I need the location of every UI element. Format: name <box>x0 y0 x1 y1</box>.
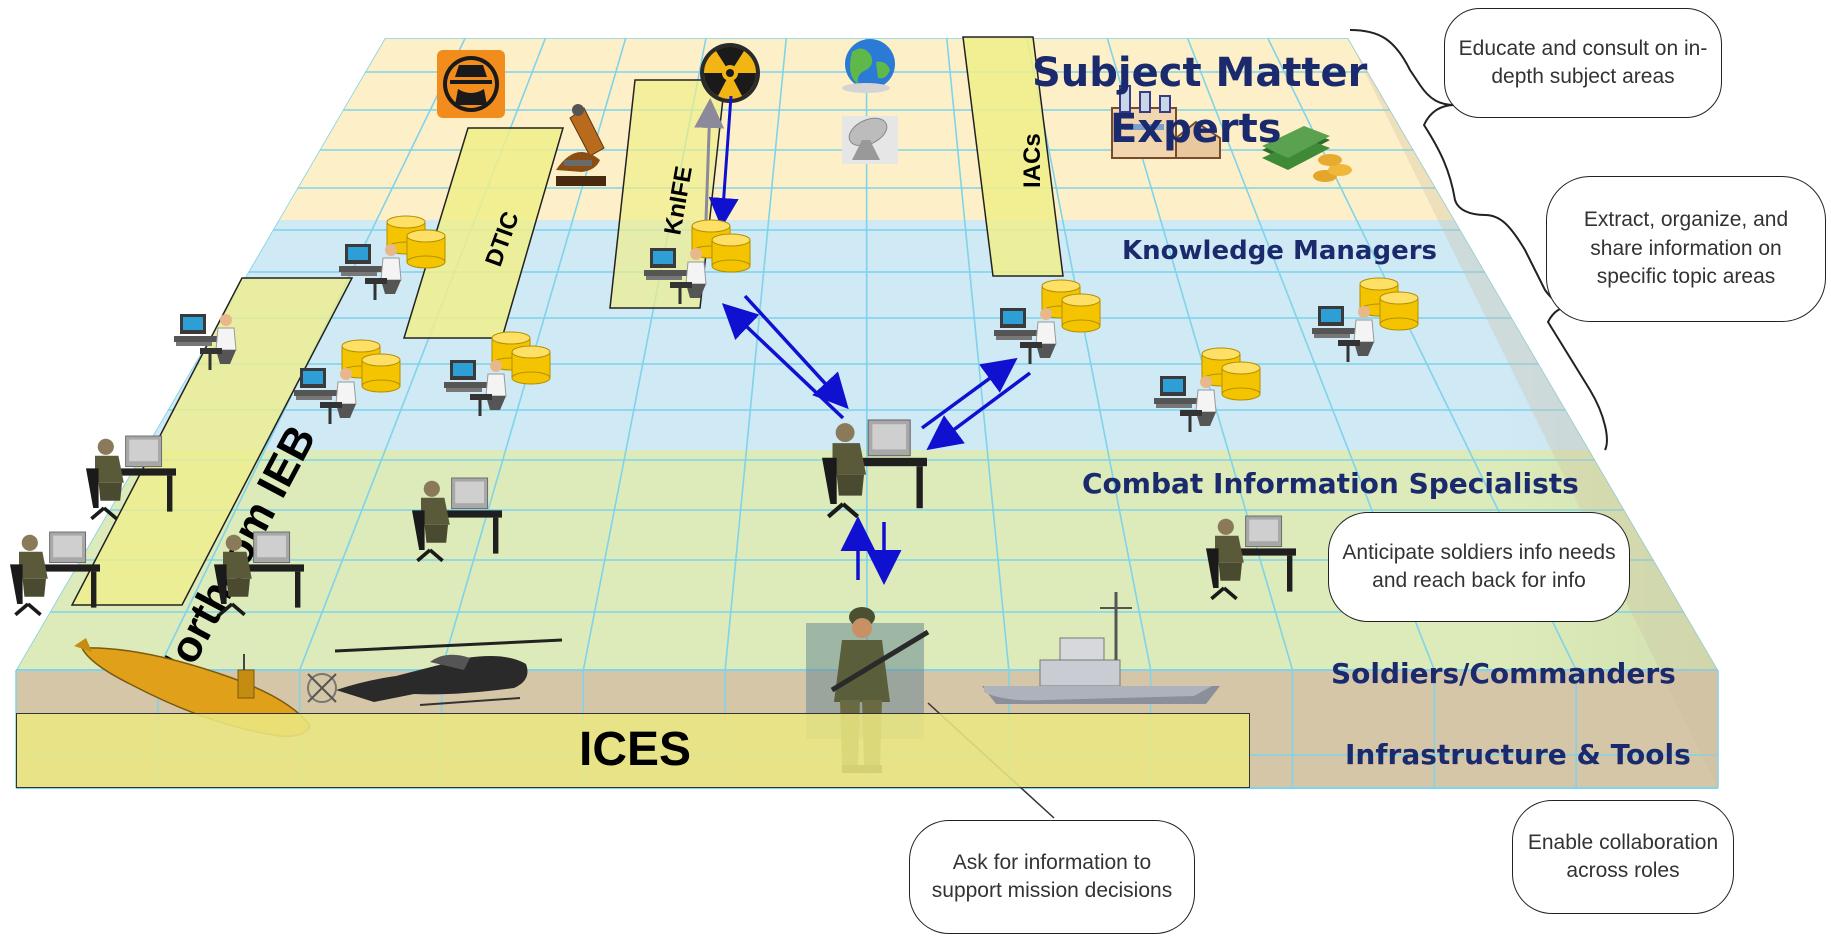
callout-cis: Anticipate soldiers info needs and reach… <box>1328 512 1630 622</box>
microscope-icon <box>556 104 606 186</box>
database-icon <box>341 339 401 393</box>
database-icon <box>1359 277 1419 331</box>
computer-worker-icon <box>1154 347 1261 432</box>
soldier-at-computer-icon <box>1206 515 1296 601</box>
soldier-at-computer-icon <box>214 531 304 617</box>
factory-icon <box>1111 85 1221 159</box>
soldier-at-computer-icon <box>822 419 927 519</box>
radiation-icon <box>700 43 760 103</box>
satellite-dish-icon <box>842 116 898 164</box>
iacs-band: IACs <box>962 36 1064 277</box>
infrastructure-layer-label: Infrastructure & Tools <box>1345 738 1691 771</box>
warship-icon <box>982 592 1220 704</box>
computer-worker-icon <box>644 219 751 304</box>
cis-layer-label: Combat Information Specialists <box>1082 467 1579 500</box>
money-icon <box>1262 126 1352 182</box>
computer-worker-icon <box>294 339 401 424</box>
knowledge-manager-workstations <box>174 215 1419 432</box>
iacs-label: IACs <box>1019 133 1046 188</box>
database-icon <box>1201 347 1261 401</box>
computer-worker-icon <box>174 314 237 370</box>
soldier-at-computer-icon <box>412 477 502 563</box>
callout-soldier: Ask for information to support mission d… <box>909 820 1195 934</box>
computer-worker-icon <box>339 215 446 300</box>
combat-specialist-workstations <box>10 419 1296 617</box>
knife-up-arrow <box>694 98 725 221</box>
soldiers-layer-label: Soldiers/Commanders <box>1331 657 1676 690</box>
globe-icon <box>842 39 895 93</box>
computer-worker-icon <box>1312 277 1419 362</box>
arrow-knife-to-cis <box>743 294 849 410</box>
computer-worker-icon <box>444 331 551 416</box>
database-icon <box>386 215 446 269</box>
ices-label: ICES <box>579 723 692 776</box>
callout-infra: Enable collaboration across roles <box>1512 800 1734 914</box>
callout-sme: Educate and consult on in-depth subject … <box>1444 8 1722 118</box>
helicopter-icon <box>307 638 563 706</box>
arrow-km-to-cis <box>926 371 1032 451</box>
soldier-at-computer-icon <box>86 435 176 521</box>
computer-worker-icon <box>994 279 1101 364</box>
spy-icon <box>437 50 505 118</box>
sme-layer-label-line1: Subject Matter <box>1032 50 1368 96</box>
ices-band: ICES <box>16 713 1250 788</box>
callout-km: Extract, organize, and share information… <box>1546 176 1826 322</box>
km-layer-label: Knowledge Managers <box>1122 236 1437 266</box>
database-icon <box>491 331 551 385</box>
brace-sme <box>1349 29 1486 216</box>
flow-arrows <box>721 294 1032 585</box>
knife-down-arrow <box>708 95 739 228</box>
sme-layer-label-line2: Experts <box>1110 106 1282 152</box>
soldier-at-computer-icon <box>10 531 100 617</box>
